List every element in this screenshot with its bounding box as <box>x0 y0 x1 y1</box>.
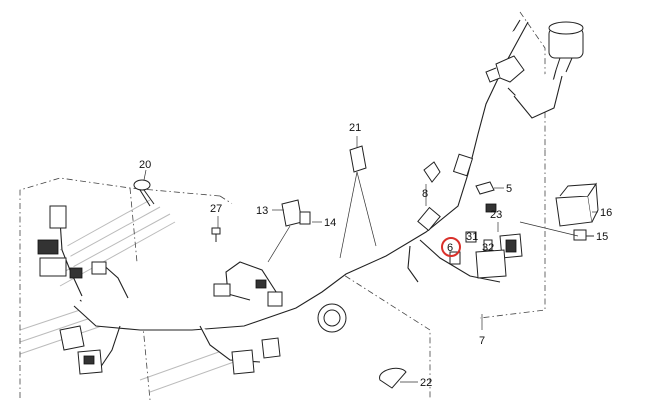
harness-boot <box>317 303 347 333</box>
clamp-8 <box>423 161 441 183</box>
left-connector-cluster <box>37 205 107 375</box>
callout-16: 16 <box>600 207 612 219</box>
callout-14: 14 <box>324 217 336 229</box>
callout-22: 22 <box>420 377 432 389</box>
callout-15: 15 <box>596 231 608 243</box>
relay-block-16 <box>555 182 599 227</box>
bolt-27 <box>211 227 221 242</box>
lower-mid-connectors <box>213 279 283 375</box>
grommet-20 <box>133 179 155 207</box>
upper-connector <box>485 55 525 83</box>
callout-13: 13 <box>256 205 268 217</box>
callout-20: 20 <box>139 159 151 171</box>
clip-22 <box>379 367 407 389</box>
callout-31: 31 <box>466 231 478 243</box>
callout-6: 6 <box>447 242 453 254</box>
callout-23: 23 <box>490 209 502 221</box>
callout-labels: 21 20 8 5 13 14 27 16 23 15 31 32 6 7 22 <box>139 122 612 389</box>
clip-5 <box>475 181 495 195</box>
callout-8: 8 <box>422 188 428 200</box>
connector-15 <box>573 229 594 241</box>
connector-13-14 <box>281 199 311 227</box>
highlight-circle <box>441 237 461 257</box>
callout-5: 5 <box>506 183 512 195</box>
callout-7: 7 <box>479 335 485 347</box>
trunk-clamps <box>417 153 474 232</box>
top-fuse-holder <box>548 21 584 73</box>
leader-lines <box>143 136 598 383</box>
callout-27: 27 <box>210 203 222 215</box>
callout-21: 21 <box>349 122 361 134</box>
right-connector-group <box>449 203 523 279</box>
clip-21 <box>349 145 367 173</box>
callout-32: 32 <box>482 242 494 254</box>
main-harness <box>59 19 563 369</box>
